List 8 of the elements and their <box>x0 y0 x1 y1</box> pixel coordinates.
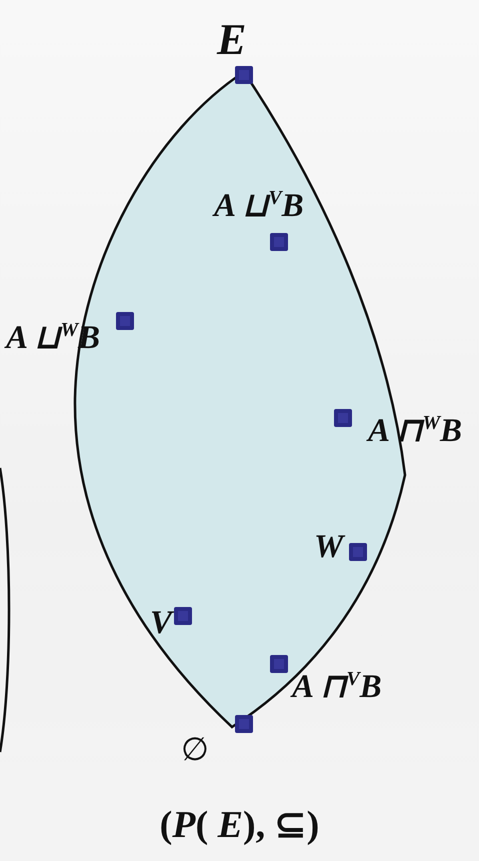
point-label: ∅ <box>181 733 209 765</box>
caption: (P( E), ⊆) <box>158 806 320 844</box>
point-label: W <box>314 531 344 564</box>
point-label: A ⊓$^{V}$B <box>292 671 382 704</box>
point-label: A ⊓$^{W}$B <box>368 415 462 448</box>
point-label: V <box>150 607 172 640</box>
point-label: A ⊔$^{V}$B <box>214 190 304 223</box>
point-label: E <box>217 18 246 62</box>
